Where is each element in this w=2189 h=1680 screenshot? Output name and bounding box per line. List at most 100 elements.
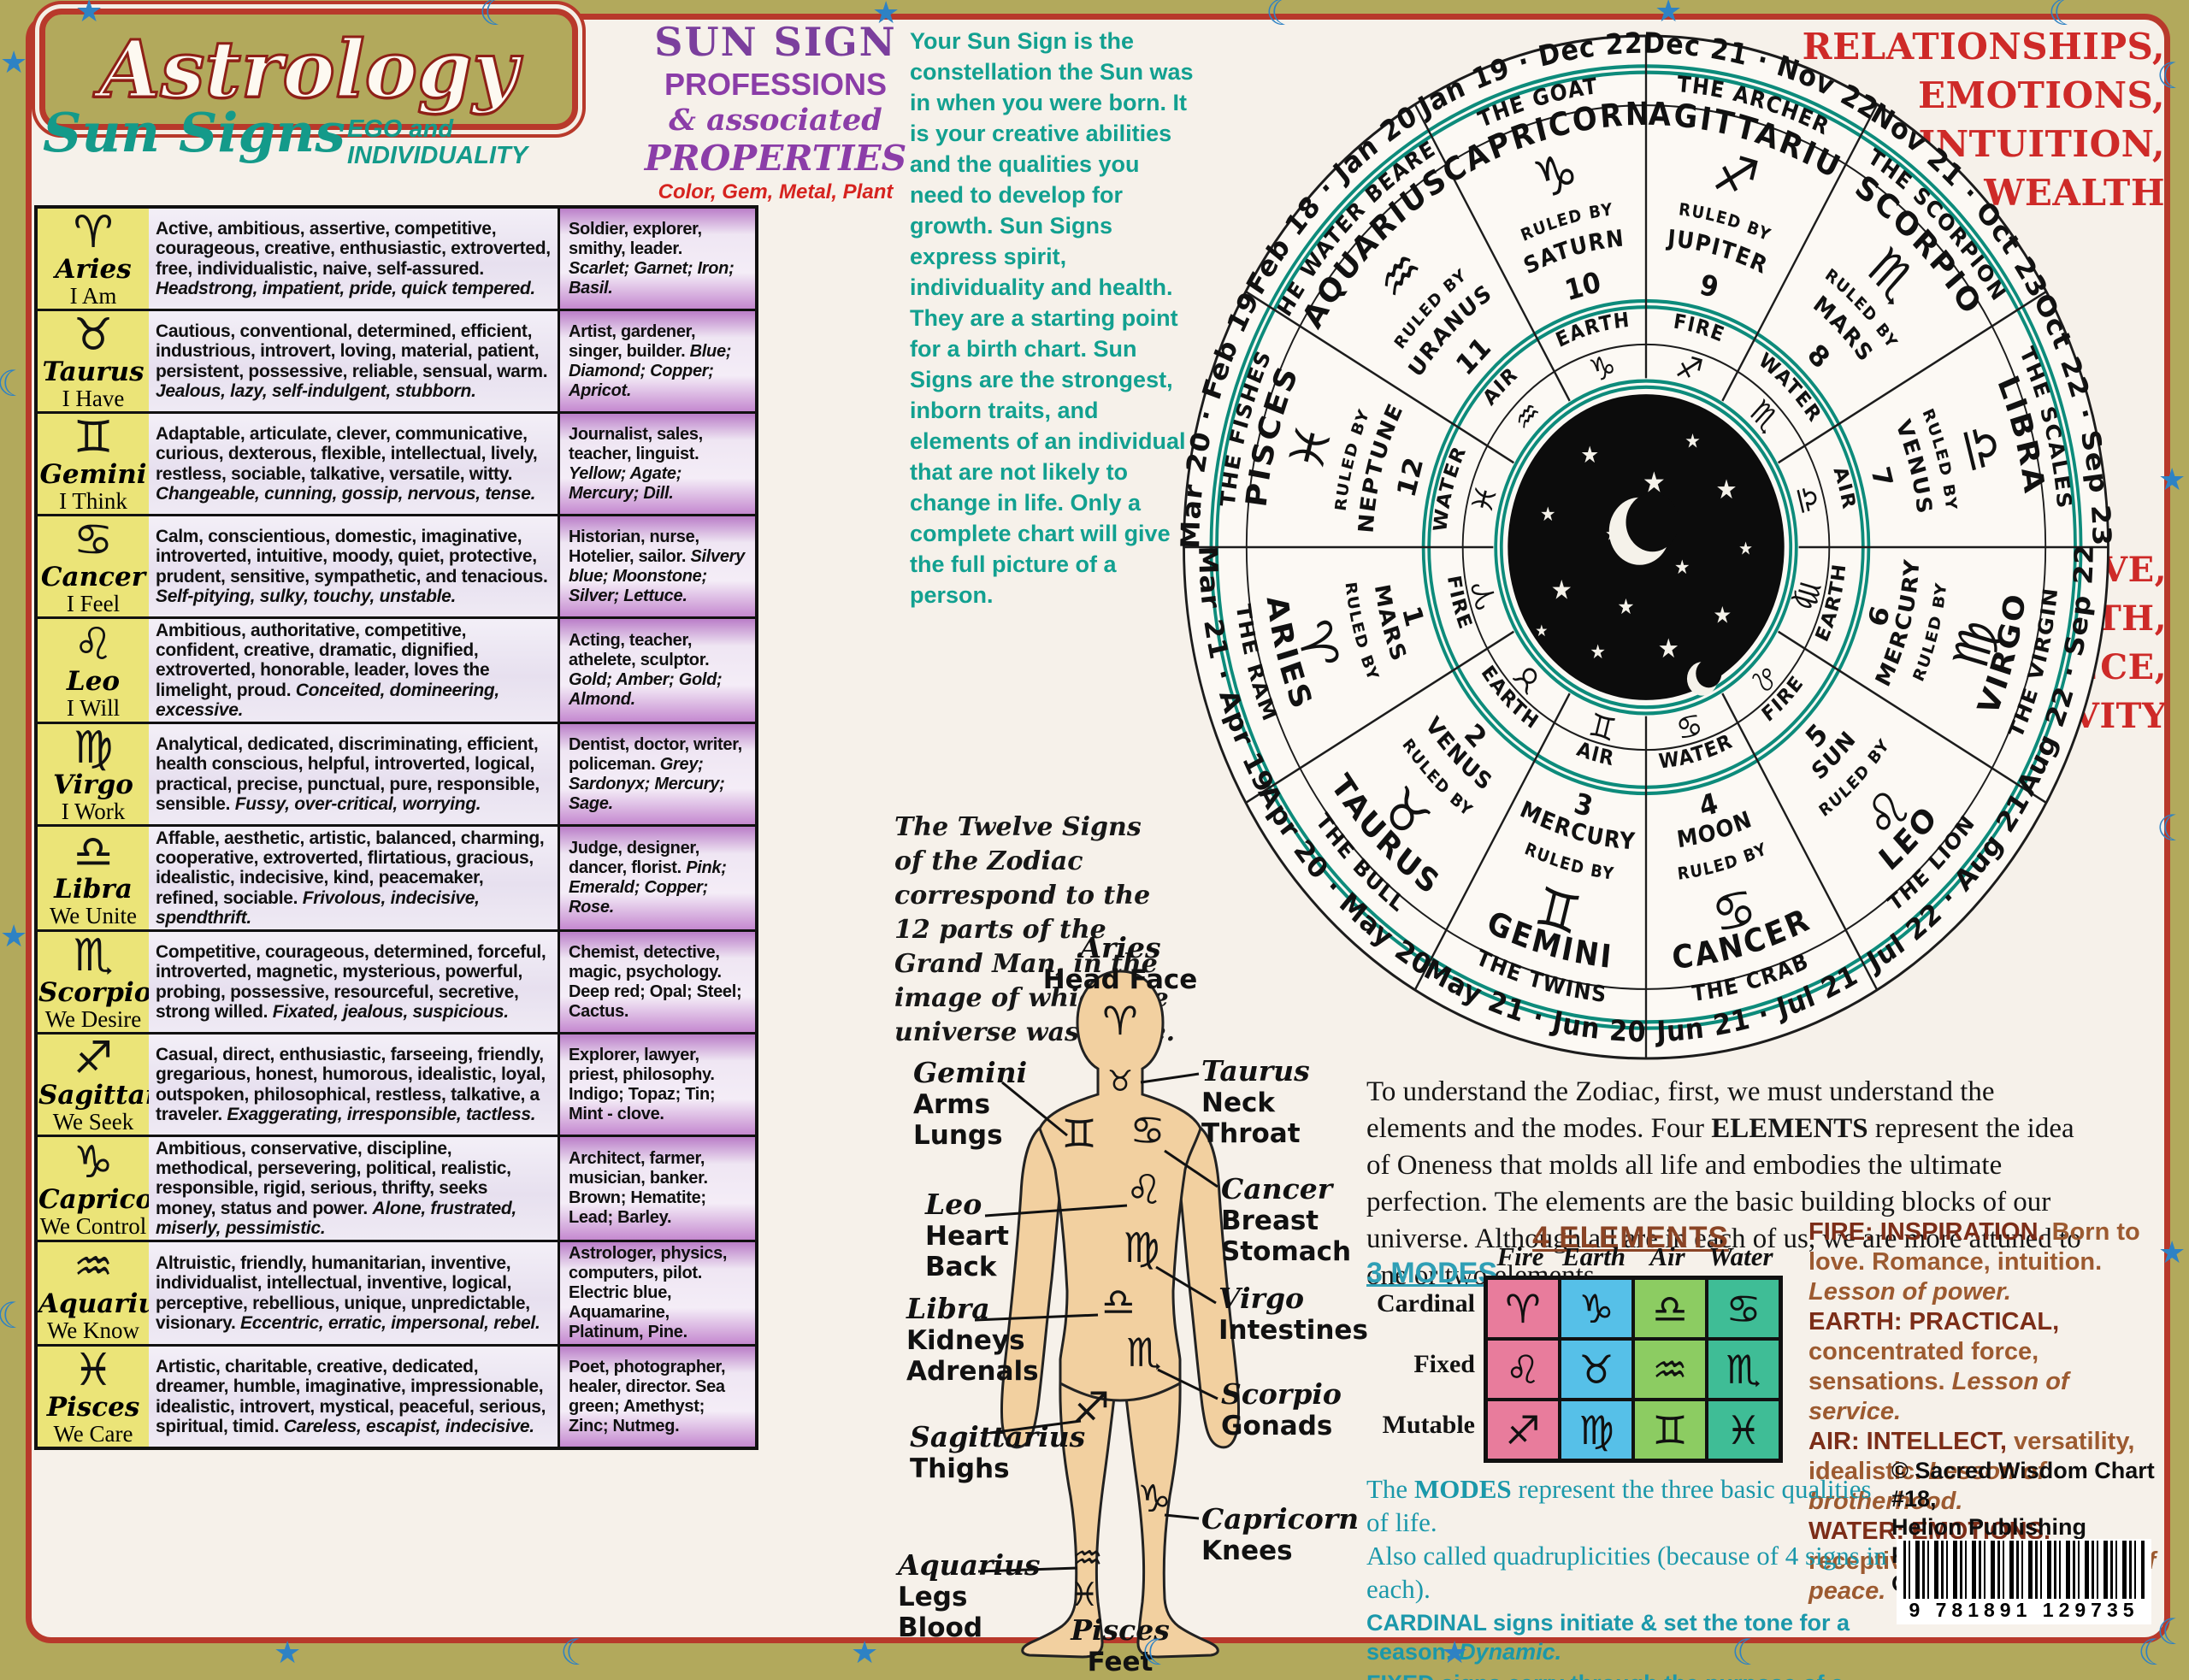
svg-text:Capricorn: Capricorn xyxy=(1201,1502,1359,1536)
grid-cell: ♓ xyxy=(1707,1400,1780,1460)
body-leader-lines xyxy=(974,1072,1218,1573)
svg-text:Aquarius: Aquarius xyxy=(895,1548,1041,1582)
sagittarius-glyph-icon: ♐ xyxy=(73,1033,114,1085)
professions-cell: Acting, teacher, athelete, sculptor. Gol… xyxy=(558,616,757,723)
sun-sign-intro-paragraph: Your Sun Sign is the constellation the S… xyxy=(910,28,1194,608)
relationships-corner-text: RELATIONSHIPS,EMOTIONS,INTUITION,WEALTH xyxy=(1802,26,2165,214)
svg-text:★: ★ xyxy=(1685,431,1701,453)
svg-text:Adrenals: Adrenals xyxy=(906,1356,1039,1387)
svg-text:Back: Back xyxy=(925,1252,998,1282)
svg-text:Blood: Blood xyxy=(898,1612,982,1643)
scorpio-glyph-icon: ♏ xyxy=(73,930,114,982)
professions-cell: Judge, designer, dancer, florist. Pink; … xyxy=(558,824,757,931)
right-leg xyxy=(1120,1347,1219,1659)
aries-body-glyph-icon: ♈ xyxy=(1102,998,1137,1044)
copyright-line: © Sacred Wisdom Chart #18, xyxy=(1891,1458,2155,1512)
svg-text:★: ★ xyxy=(1590,641,1606,663)
cancer-body-glyph-icon: ♋ xyxy=(1130,1107,1165,1153)
professions-cell: Chemist, detective, magic, psychology. D… xyxy=(558,929,757,1034)
three-modes-title: 3 MODES xyxy=(1366,1257,1498,1289)
aquarius-glyph-icon: ♒ xyxy=(73,1241,114,1294)
svg-text:★: ★ xyxy=(1713,602,1732,628)
sun-signs-heading: Sun Signs xyxy=(43,101,345,164)
aries-glyph-icon: ♈ xyxy=(73,207,114,258)
grid-cell: ♊ xyxy=(1633,1400,1707,1460)
svg-text:Knees: Knees xyxy=(1201,1536,1293,1566)
svg-text:Arms: Arms xyxy=(913,1089,990,1120)
svg-text:Gonads: Gonads xyxy=(1221,1411,1332,1441)
ego-individuality-label: EGO and INDIVIDUALITY xyxy=(347,115,528,169)
svg-text:★: ★ xyxy=(1535,622,1548,640)
svg-text:★: ★ xyxy=(1540,504,1556,526)
traits-cell: Affable, aesthetic, artistic, balanced, … xyxy=(149,824,559,931)
traits-cell: Artistic, charitable, creative, dedicate… xyxy=(149,1344,559,1449)
svg-text:Heart: Heart xyxy=(925,1221,1009,1252)
svg-text:★: ★ xyxy=(1658,634,1679,665)
elements-paragraph: To understand the Zodiac, first, we must… xyxy=(1366,1076,2081,1291)
traits-cell: Casual, direct, enthusiastic, farseeing,… xyxy=(149,1032,559,1136)
traits-cell: Ambitious, authoritative, competitive, c… xyxy=(149,616,559,723)
virgo-body-glyph-icon: ♍ xyxy=(1123,1224,1159,1272)
title-box: Astrology xyxy=(39,9,578,130)
left-leg xyxy=(1021,1347,1120,1659)
svg-text:Breast: Breast xyxy=(1221,1205,1319,1236)
taurus-body-glyph-icon: ♉ xyxy=(1107,1064,1133,1099)
svg-text:★: ★ xyxy=(1605,524,1620,545)
leo-body-glyph-icon: ♌ xyxy=(1125,1166,1162,1214)
traits-cell: Altruistic, friendly, humanitarian, inve… xyxy=(149,1240,559,1346)
svg-text:Aries: Aries xyxy=(1077,931,1160,964)
pisces-body-glyph-icon: ♓ xyxy=(1070,1576,1099,1613)
svg-text:Lungs: Lungs xyxy=(913,1120,1003,1151)
virgo-glyph-icon: ♍ xyxy=(73,722,114,775)
svg-text:Virgo: Virgo xyxy=(1218,1282,1304,1315)
sign-cell: ♑ CapricornWe Control xyxy=(36,1135,149,1241)
table-row: ♒ AquariusWe Know Altruistic, friendly, … xyxy=(36,1240,757,1346)
svg-text:Intestines: Intestines xyxy=(1218,1315,1368,1346)
modes-explanation: The MODES represent the three basic qual… xyxy=(1366,1474,1887,1680)
moon-and-stars-icon: ★★★★★★★★★★★★★★ xyxy=(1508,394,1785,700)
cancer-glyph-icon: ♋ xyxy=(73,515,114,566)
svg-text:Legs: Legs xyxy=(898,1582,967,1612)
elements-modes-grid: ♈♑♎♋♌♉♒♏♐♍♊♓ xyxy=(1484,1276,1783,1463)
professions-cell: Explorer, lawyer, priest, philosophy. In… xyxy=(558,1032,757,1136)
barcode-bars xyxy=(1903,1541,2145,1600)
star-icon: ★ xyxy=(0,44,28,80)
grid-cell: ♈ xyxy=(1486,1278,1560,1339)
libra-body-glyph-icon: ♎ xyxy=(1101,1281,1135,1324)
grid-cell: ♎ xyxy=(1633,1278,1707,1339)
svg-text:★: ★ xyxy=(1674,557,1690,579)
leo-glyph-icon: ♌ xyxy=(73,618,114,670)
svg-text:Stomach: Stomach xyxy=(1221,1236,1351,1267)
professions-cell: Architect, farmer, musician, banker. Bro… xyxy=(558,1135,757,1241)
scorpio-body-glyph-icon: ♏ xyxy=(1126,1329,1161,1376)
barcode: 9 781891 129735 xyxy=(1897,1539,2151,1624)
svg-text:Thighs: Thighs xyxy=(910,1453,1010,1484)
table-row: ♑ CapricornWe Control Ambitious, conserv… xyxy=(36,1135,757,1241)
professions-cell: Astrologer, physics, computers, pilot. E… xyxy=(558,1240,757,1346)
traits-cell: Calm, conscientious, domestic, imaginati… xyxy=(149,514,559,618)
gemini-glyph-icon: ♊ xyxy=(73,412,114,463)
professions-cell: Journalist, sales, teacher, linguist. Ye… xyxy=(558,411,757,516)
svg-text:Throat: Throat xyxy=(1201,1118,1301,1149)
svg-text:★: ★ xyxy=(1617,594,1634,619)
svg-text:Feet: Feet xyxy=(1088,1647,1154,1677)
moon-icon: ☾ xyxy=(0,363,29,404)
svg-text:Taurus: Taurus xyxy=(1201,1054,1310,1088)
svg-text:★: ★ xyxy=(1738,538,1753,558)
human-figure xyxy=(1000,970,1241,1659)
svg-text:Pisces: Pisces xyxy=(1070,1613,1170,1647)
grid-cell: ♐ xyxy=(1486,1400,1560,1460)
taurus-glyph-icon: ♉ xyxy=(73,309,114,361)
svg-text:★: ★ xyxy=(1715,474,1737,505)
svg-text:★: ★ xyxy=(1643,467,1666,499)
